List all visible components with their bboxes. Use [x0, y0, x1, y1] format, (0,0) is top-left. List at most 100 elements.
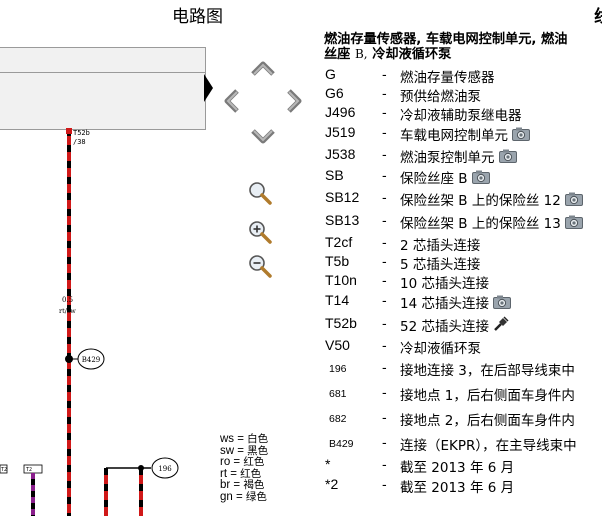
component-row: J519 -车载电网控制单元 — [324, 124, 602, 144]
component-description: 10 芯插头连接 — [400, 272, 489, 292]
component-dash: - — [382, 292, 387, 308]
legend-equals: = — [230, 479, 244, 492]
component-description-text: 冷却液辅助泵继电器 — [400, 108, 522, 124]
zoom-fit-icon[interactable] — [247, 180, 273, 206]
connector-icon[interactable] — [493, 316, 509, 332]
component-description-text: 车载电网控制单元 — [400, 128, 508, 144]
component-description-text: 14 芯插头连接 — [400, 296, 489, 312]
component-description-text: 接地点 2，后右侧面车身件内 — [400, 413, 575, 429]
component-row: T52b-52 芯插头连接 — [324, 315, 602, 335]
component-code: B429 — [329, 438, 354, 450]
component-row: T2cf-2 芯插头连接 — [324, 234, 602, 254]
camera-icon[interactable] — [498, 149, 517, 163]
component-description: 冷却液循环泵 — [400, 337, 481, 357]
component-description: 接地点 1，后右侧面车身件内 — [400, 384, 575, 404]
camera-icon[interactable] — [512, 127, 530, 141]
legend-code: br — [220, 479, 231, 492]
component-row: G6-预供给燃油泵 — [324, 85, 602, 105]
component-description-text: 截至 2013 年 6 月 — [400, 480, 515, 496]
panel-heading-line2: 丝座 B, 冷却液循环泵 — [324, 47, 452, 62]
component-description: 5 芯插头连接 — [400, 253, 480, 273]
legend-entry: rt = 红色 — [220, 467, 290, 481]
legend-code: ro — [220, 456, 231, 469]
connector-top-pin: /38 — [73, 138, 86, 146]
zoom-out-icon[interactable] — [247, 253, 273, 279]
component-dash: - — [382, 189, 387, 205]
legend-code: rt — [220, 467, 228, 480]
component-dash: - — [382, 359, 387, 375]
camera-icon[interactable] — [564, 192, 583, 206]
camera-icon[interactable] — [492, 295, 511, 309]
circuit-diagram: T52b /38 0.5 rt/sw B429 196 T2 T2 — [0, 0, 222, 516]
wire-color-label: rt/sw — [59, 307, 76, 315]
component-row: 681-接地点 1，后右侧面车身件内 — [324, 384, 602, 404]
component-dash: - — [382, 409, 387, 425]
component-description: 截至 2013 年 6 月 — [400, 476, 514, 496]
component-description: 接地点 2，后右侧面车身件内 — [400, 409, 575, 429]
legend-label: 绿色 — [245, 490, 267, 503]
component-dash: - — [382, 315, 387, 331]
component-dash: - — [382, 456, 387, 472]
arrow-left-icon[interactable] — [220, 88, 246, 114]
connector-pin-mark — [66, 128, 72, 134]
component-row: T14 -14 芯插头连接 — [324, 292, 602, 312]
component-row: T10n-10 芯插头连接 — [324, 272, 602, 292]
arrow-up-icon[interactable] — [250, 57, 276, 83]
component-code: 682 — [329, 413, 347, 425]
ground-196-label: 196 — [158, 465, 172, 473]
component-dash: - — [382, 85, 387, 101]
component-description: 14 芯插头连接 — [400, 292, 511, 312]
connector-bottom-left-1 — [0, 464, 8, 474]
component-row: V50-冷却液循环泵 — [324, 337, 602, 357]
component-row: G-燃油存量传感器 — [324, 66, 602, 86]
component-description-text: 保险丝架 B 上的保险丝 12 — [400, 193, 561, 209]
component-dash: - — [382, 124, 387, 140]
collapse-panel-icon[interactable] — [204, 74, 213, 102]
arrow-down-icon[interactable] — [250, 122, 276, 148]
component-code: J519 — [325, 124, 356, 140]
legend-label: 黑色 — [247, 444, 269, 457]
component-code: *2 — [325, 476, 339, 492]
component-code: SB12 — [325, 189, 360, 205]
legend-entry: ro = 红色 — [220, 456, 290, 469]
component-code: T14 — [325, 292, 350, 308]
component-code: T10n — [325, 272, 357, 288]
legend-equals: = — [234, 433, 248, 445]
component-code: T2cf — [325, 234, 353, 250]
component-row: SB13-保险丝架 B 上的保险丝 13 — [324, 212, 602, 232]
component-description: 燃油泵控制单元 — [400, 146, 517, 166]
component-row: 196-接地连接 3，在后部导线束中 — [324, 359, 602, 379]
component-description-text: 冷却液循环泵 — [400, 341, 481, 357]
component-description: 连接（EKPR），在主导线束中 — [400, 434, 577, 454]
component-row: J538-燃油泵控制单元 — [324, 146, 602, 166]
component-description-text: 10 芯插头连接 — [400, 276, 489, 292]
legend-code: ws — [220, 433, 235, 445]
component-dash: - — [382, 212, 387, 228]
component-description-text: 燃油泵控制单元 — [400, 150, 495, 166]
ground-196[interactable] — [151, 457, 179, 479]
connector-bottom-left-2-label: T2 — [26, 467, 32, 473]
component-description: 保险丝座 B — [400, 167, 490, 187]
zoom-in-icon[interactable] — [247, 219, 273, 245]
component-dash: - — [382, 434, 387, 450]
component-description-text: 燃油存量传感器 — [400, 70, 495, 86]
panel-heading-line1: 燃油存量传感器, 车载电网控制单元, 燃油 — [324, 32, 568, 47]
legend-equals: = — [230, 456, 244, 469]
component-description-text: 52 芯插头连接 — [400, 319, 489, 335]
component-description-text: 2 芯插头连接 — [400, 238, 481, 254]
legend-label: 红色 — [243, 456, 265, 469]
wire-size-label: 0.5 — [62, 296, 73, 304]
camera-icon[interactable] — [564, 215, 583, 229]
connector-b429[interactable] — [77, 348, 105, 370]
arrow-right-icon[interactable] — [280, 88, 306, 114]
component-code: T5b — [325, 253, 350, 269]
camera-icon[interactable] — [471, 170, 490, 184]
legend-code: sw — [220, 444, 235, 457]
component-dash: - — [382, 253, 387, 269]
component-description: 冷却液辅助泵继电器 — [400, 104, 522, 124]
component-code: J496 — [325, 104, 356, 120]
legend-equals: = — [232, 490, 246, 503]
component-description-text: 保险丝座 B — [400, 171, 468, 187]
component-code: V50 — [325, 337, 350, 353]
